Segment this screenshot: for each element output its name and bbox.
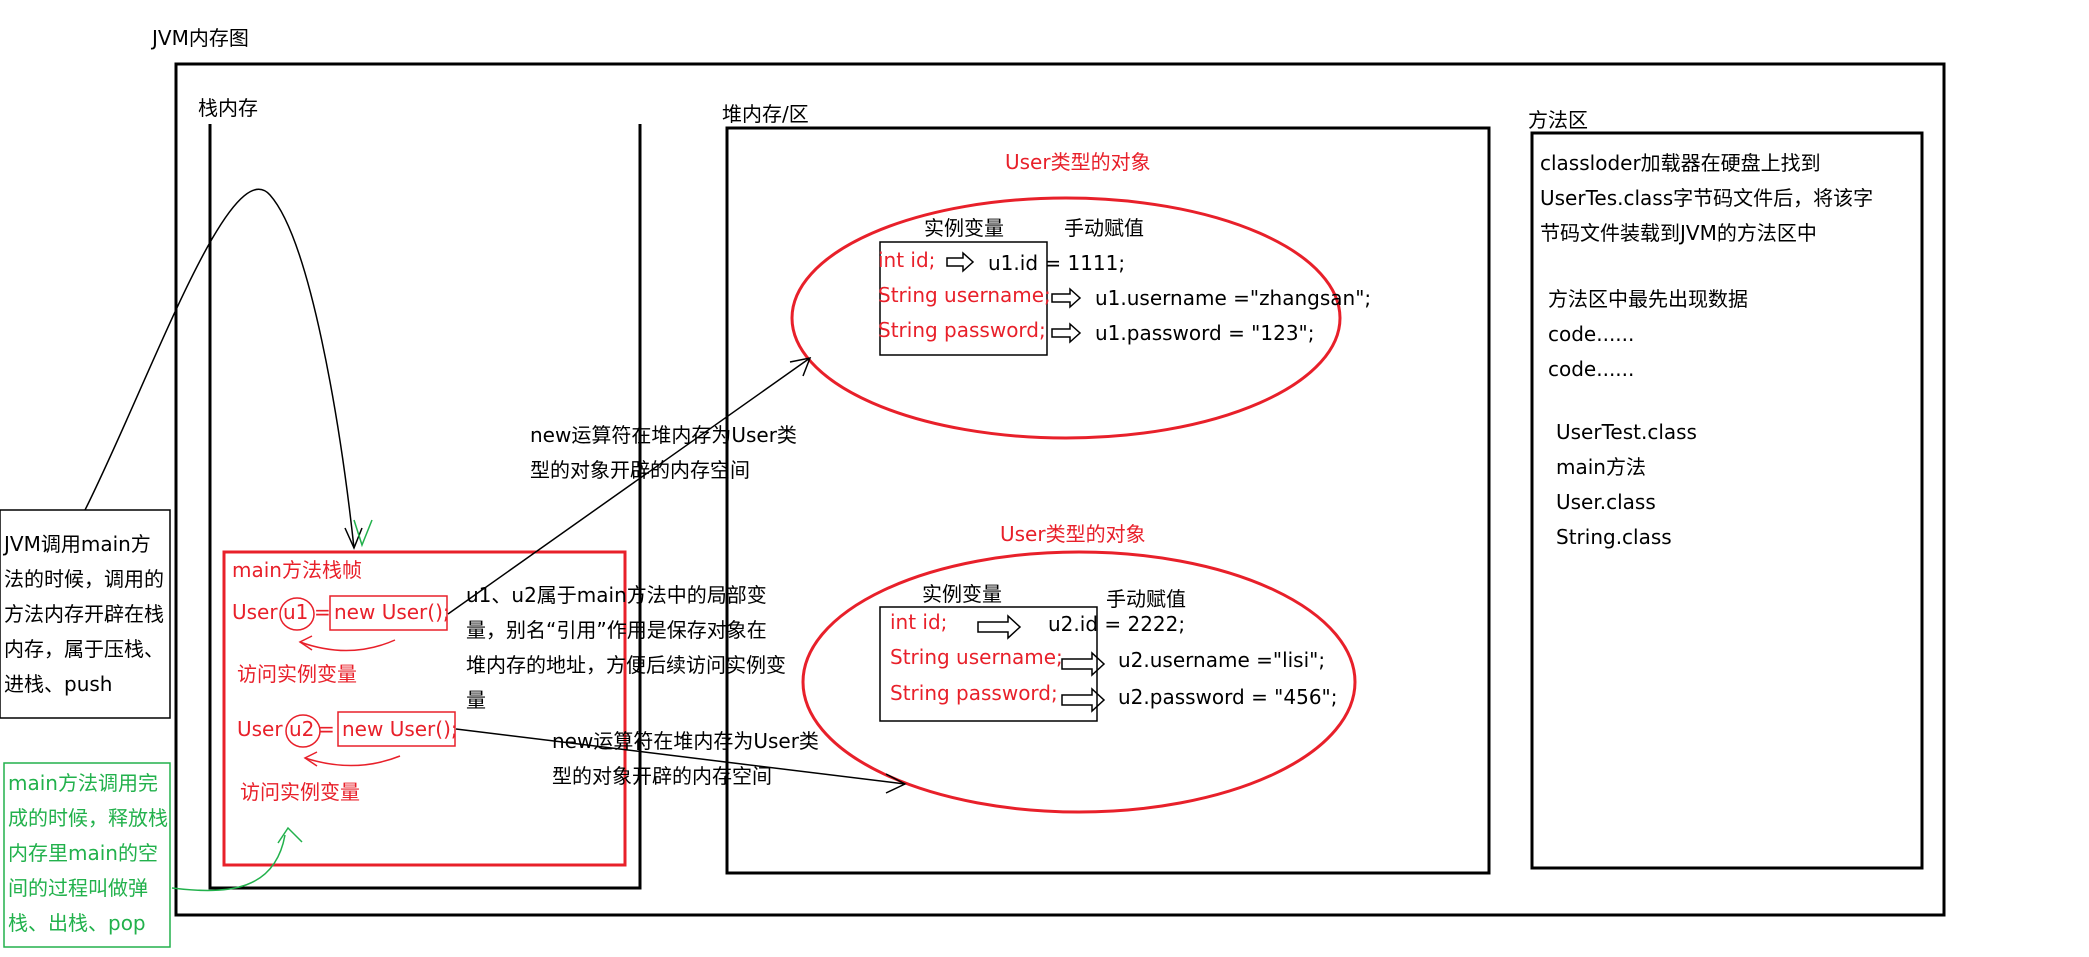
green-arrow-top [353,519,373,548]
object-2-value-username: u2.username ="lisi"; [1118,648,1326,672]
diagram-title: JVM内存图 [152,26,249,50]
u2-new: new User(); [342,717,458,741]
pop-arc [171,834,286,892]
note-line: new运算符在堆内存为User类 [530,423,797,447]
class-list-item: String.class [1556,525,1672,549]
object-2-field-id: int id; [890,610,948,634]
note-line: 量 [466,688,486,712]
u2-var: u2 [289,717,315,741]
note-line: 内存，属于压栈、 [4,637,164,661]
object-2-assign-label: 手动赋值 [1106,587,1186,611]
u1-eq: = [314,600,331,624]
fields-box-2 [879,606,1098,722]
hollow-arrows-1 [946,251,1082,344]
note-line: 间的过程叫做弹 [8,876,148,900]
u2-eq: = [318,717,335,741]
user-object-2-ellipse [801,550,1357,814]
fields-box-1 [879,241,1048,356]
main-frame-box [222,550,627,867]
push-note: JVM调用main方 法的时候，调用的 方法内存开辟在栈 内存，属于压栈、 进栈… [4,527,164,702]
u1-new: new User(); [334,600,450,624]
u2-circle [285,714,321,748]
access-label-1: 访问实例变量 [237,662,357,686]
class-list-item: main方法 [1556,455,1646,479]
jvm-outer-box [174,62,1946,917]
u1-circle [279,597,315,631]
object-1-field-password: String password; [878,318,1046,342]
code-line: code...... [1548,357,1635,381]
object-1-field-id: int id; [878,248,936,272]
access-arrow-2 [304,755,401,767]
object-1-value-username: u1.username ="zhangsan"; [1095,286,1372,310]
object-2-value-id: u2.id = 2222; [1048,612,1186,636]
object-1-assign-label: 手动赋值 [1064,216,1144,240]
object-2-fields-label: 实例变量 [922,582,1002,606]
user-object-1-ellipse [790,196,1342,440]
object-1-value-id: u1.id = 1111; [988,251,1126,275]
ref-arrow-u1 [447,357,811,615]
note-line: new运算符在堆内存为User类 [552,729,819,753]
object-1-field-username: String username; [878,283,1051,307]
note-line: 内存里main的空 [8,841,158,865]
method-area-desc-line: 节码文件装载到JVM的方法区中 [1540,221,1817,245]
stack-label: 栈内存 [198,96,258,120]
note-line: 型的对象开辟的内存空间 [552,764,772,788]
heap-box [725,126,1491,875]
method-area-desc-line: classloder加载器在硬盘上找到 [1540,151,1821,175]
pop-note-box [3,762,171,948]
new-user-box-1 [329,595,448,631]
note-line: 量，别名“引用”作用是保存对象在 [466,618,767,642]
object-2-title: User类型的对象 [1000,522,1146,546]
note-line: 堆内存的地址，方便后续访问实例变 [466,653,786,677]
pop-note: main方法调用完 成的时候，释放栈 内存里main的空 间的过程叫做弹 栈、出… [8,766,168,941]
note-line: 成的时候，释放栈 [8,806,168,830]
note-line: 栈、出栈、pop [8,911,146,935]
u1-type: User [232,600,278,624]
object-2-field-password: String password; [890,681,1058,705]
note-line: 型的对象开辟的内存空间 [530,458,750,482]
hollow-arrows-2 [977,614,1106,713]
object-2-value-password: u2.password = "456"; [1118,685,1338,709]
access-label-2: 访问实例变量 [240,780,360,804]
code-line: code...... [1548,322,1635,346]
object-1-value-password: u1.password = "123"; [1095,321,1315,345]
push-note-box [0,509,171,719]
method-area-description: classloder加载器在硬盘上找到 UserTes.class字节码文件后，… [1540,146,1873,251]
object-1-fields-label: 实例变量 [924,216,1004,240]
class-list-item: User.class [1556,490,1656,514]
main-frame-label: main方法栈帧 [232,558,362,582]
class-list-item: UserTest.class [1556,420,1697,444]
method-area-desc-line: UserTes.class字节码文件后，将该字 [1540,186,1874,210]
method-area-label: 方法区 [1528,108,1588,132]
new-op-note-1: new运算符在堆内存为User类 型的对象开辟的内存空间 [530,418,797,488]
stack-memory-container [208,124,642,890]
push-arc [84,188,355,549]
heap-label: 堆内存/区 [722,102,809,126]
access-arrow-1 [299,639,396,652]
local-vars-note: u1、u2属于main方法中的局部变 量，别名“引用”作用是保存对象在 堆内存的… [466,578,786,718]
note-line: 法的时候，调用的 [4,567,164,591]
note-line: JVM调用main方 [4,532,151,556]
ref-arrow-u2 [455,728,906,785]
u2-type: User [237,717,283,741]
object-1-title: User类型的对象 [1005,150,1151,174]
method-area-first-data: 方法区中最先出现数据 [1548,287,1748,311]
u1-var: u1 [283,600,309,624]
class-list: UserTest.class main方法 User.class String.… [1556,415,1697,555]
note-line: 进栈、push [4,672,113,696]
method-area-box [1530,131,1924,870]
note-line: 方法内存开辟在栈 [4,602,164,626]
note-line: u1、u2属于main方法中的局部变 [466,583,767,607]
object-2-field-username: String username; [890,645,1063,669]
note-line: main方法调用完 [8,771,158,795]
new-op-note-2: new运算符在堆内存为User类 型的对象开辟的内存空间 [552,724,819,794]
new-user-box-2 [337,711,456,747]
